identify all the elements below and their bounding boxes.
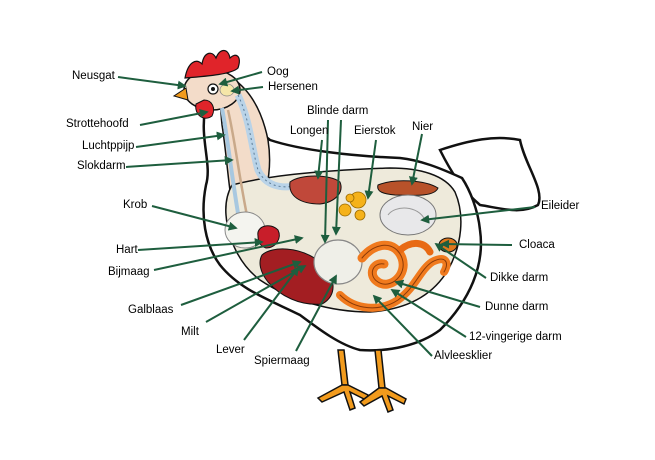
label-galblaas: Galblaas — [128, 304, 174, 316]
leader-lines — [117, 71, 536, 357]
label-neusgat: Neusgat — [72, 70, 115, 82]
legs — [316, 349, 407, 413]
label-slokdarm: Slokdarm — [77, 160, 126, 172]
spine — [234, 93, 301, 191]
wattle — [195, 99, 215, 119]
brain — [219, 83, 235, 97]
label-blinde-darm: Blinde darm — [307, 105, 369, 117]
label-cloaca: Cloaca — [519, 239, 555, 251]
comb — [184, 49, 240, 79]
label-nier: Nier — [412, 121, 434, 133]
intestines — [336, 240, 451, 312]
ovary — [338, 191, 367, 221]
label-oog: Oog — [267, 66, 289, 78]
label-alvleesklier: Alvleesklier — [434, 350, 493, 362]
beak — [172, 87, 189, 101]
gizzard — [313, 239, 363, 285]
label-hersenen: Hersenen — [268, 81, 318, 93]
label-milt: Milt — [181, 326, 199, 338]
oviduct — [379, 194, 437, 236]
label-eierstok: Eierstok — [354, 125, 396, 137]
label-lever: Lever — [216, 344, 245, 356]
label-luchtpijp: Luchtppijp — [82, 140, 135, 152]
label-hart: Hart — [116, 244, 138, 256]
label-12-vingerige-darm: 12-vingerige darm — [469, 331, 562, 343]
label-strottehoofd: Strottehoofd — [66, 118, 129, 130]
label-bijmaag: Bijmaag — [108, 266, 150, 278]
label-dikke-darm: Dikke darm — [490, 272, 549, 284]
label-krob: Krob — [123, 199, 148, 211]
label-dunne-darm: Dunne darm — [485, 301, 549, 313]
label-spiermaag: Spiermaag — [254, 355, 310, 367]
label-eileider: Eileider — [541, 200, 580, 212]
label-longen: Longen — [290, 125, 329, 137]
